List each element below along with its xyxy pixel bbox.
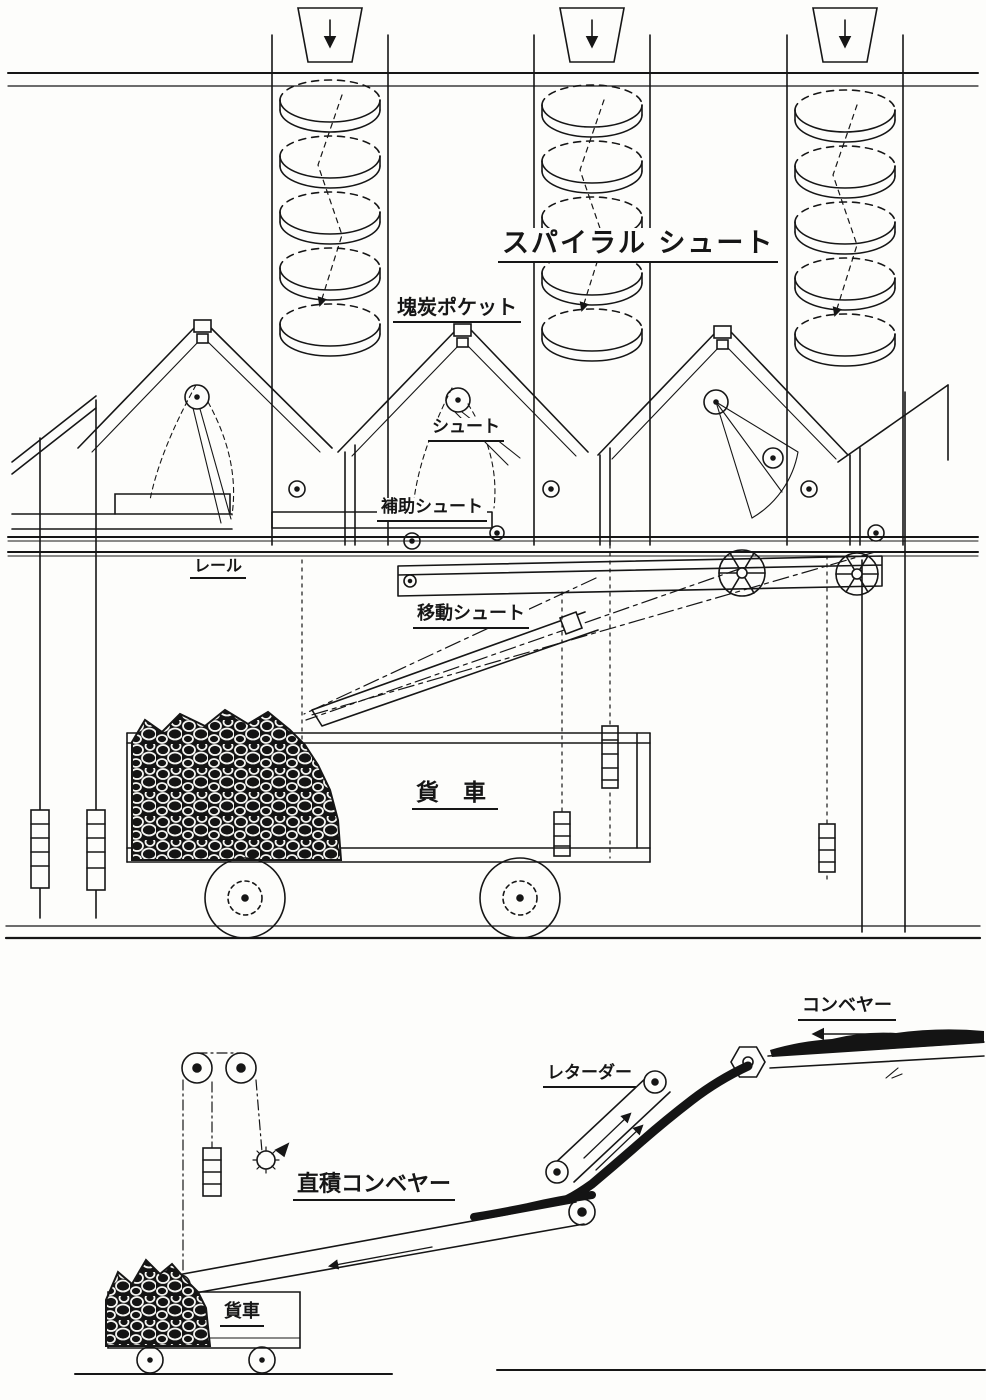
label-chute: シュート [428,417,504,442]
label-rail: レール [190,556,247,580]
carriage-wheel-2 [835,552,879,596]
coal-on-belt [770,1029,984,1057]
ratchet-winch [252,1142,290,1174]
direct-loading-conveyor [169,1191,596,1297]
spiral-tower-3 [786,7,904,546]
carriage-wheel-1 [718,549,766,597]
flow-arrow-down-left [327,1246,433,1270]
spiral-tower-2 [533,7,651,546]
pulley-tower [181,1052,290,1271]
label-coal-pocket: 塊炭ポケット [393,296,521,323]
freight-car-upper [126,708,651,939]
label-spiral-chute: スパイラル シュート [498,228,779,264]
coal-stream [563,1061,753,1204]
label-retarder: レターダー [543,1063,636,1088]
retarder-assembly [545,1061,753,1204]
coal-pockets [11,319,949,933]
coal-load-lower [105,1258,212,1347]
ground-upper [4,925,982,940]
label-conveyor: コンベヤー [798,995,896,1021]
label-auxiliary-chute: 補助シュート [377,497,487,522]
label-freight-car-lower: 貨車 [220,1301,264,1327]
label-direct-loading-conveyor: 直積コンベヤー [293,1172,456,1202]
spiral-tower-1 [271,7,389,546]
top-boundary-lines [7,72,979,87]
rails [7,536,979,557]
label-freight-car-upper: 貨 車 [412,780,499,811]
feed-conveyor [730,1027,985,1079]
freight-car-lower [105,1258,301,1374]
label-moving-chute: 移動シュート [413,603,529,629]
movable-chute [303,549,883,727]
coal-load-upper [131,708,343,861]
ground-lower [74,1369,986,1375]
coal-on-conveyor [470,1191,596,1221]
